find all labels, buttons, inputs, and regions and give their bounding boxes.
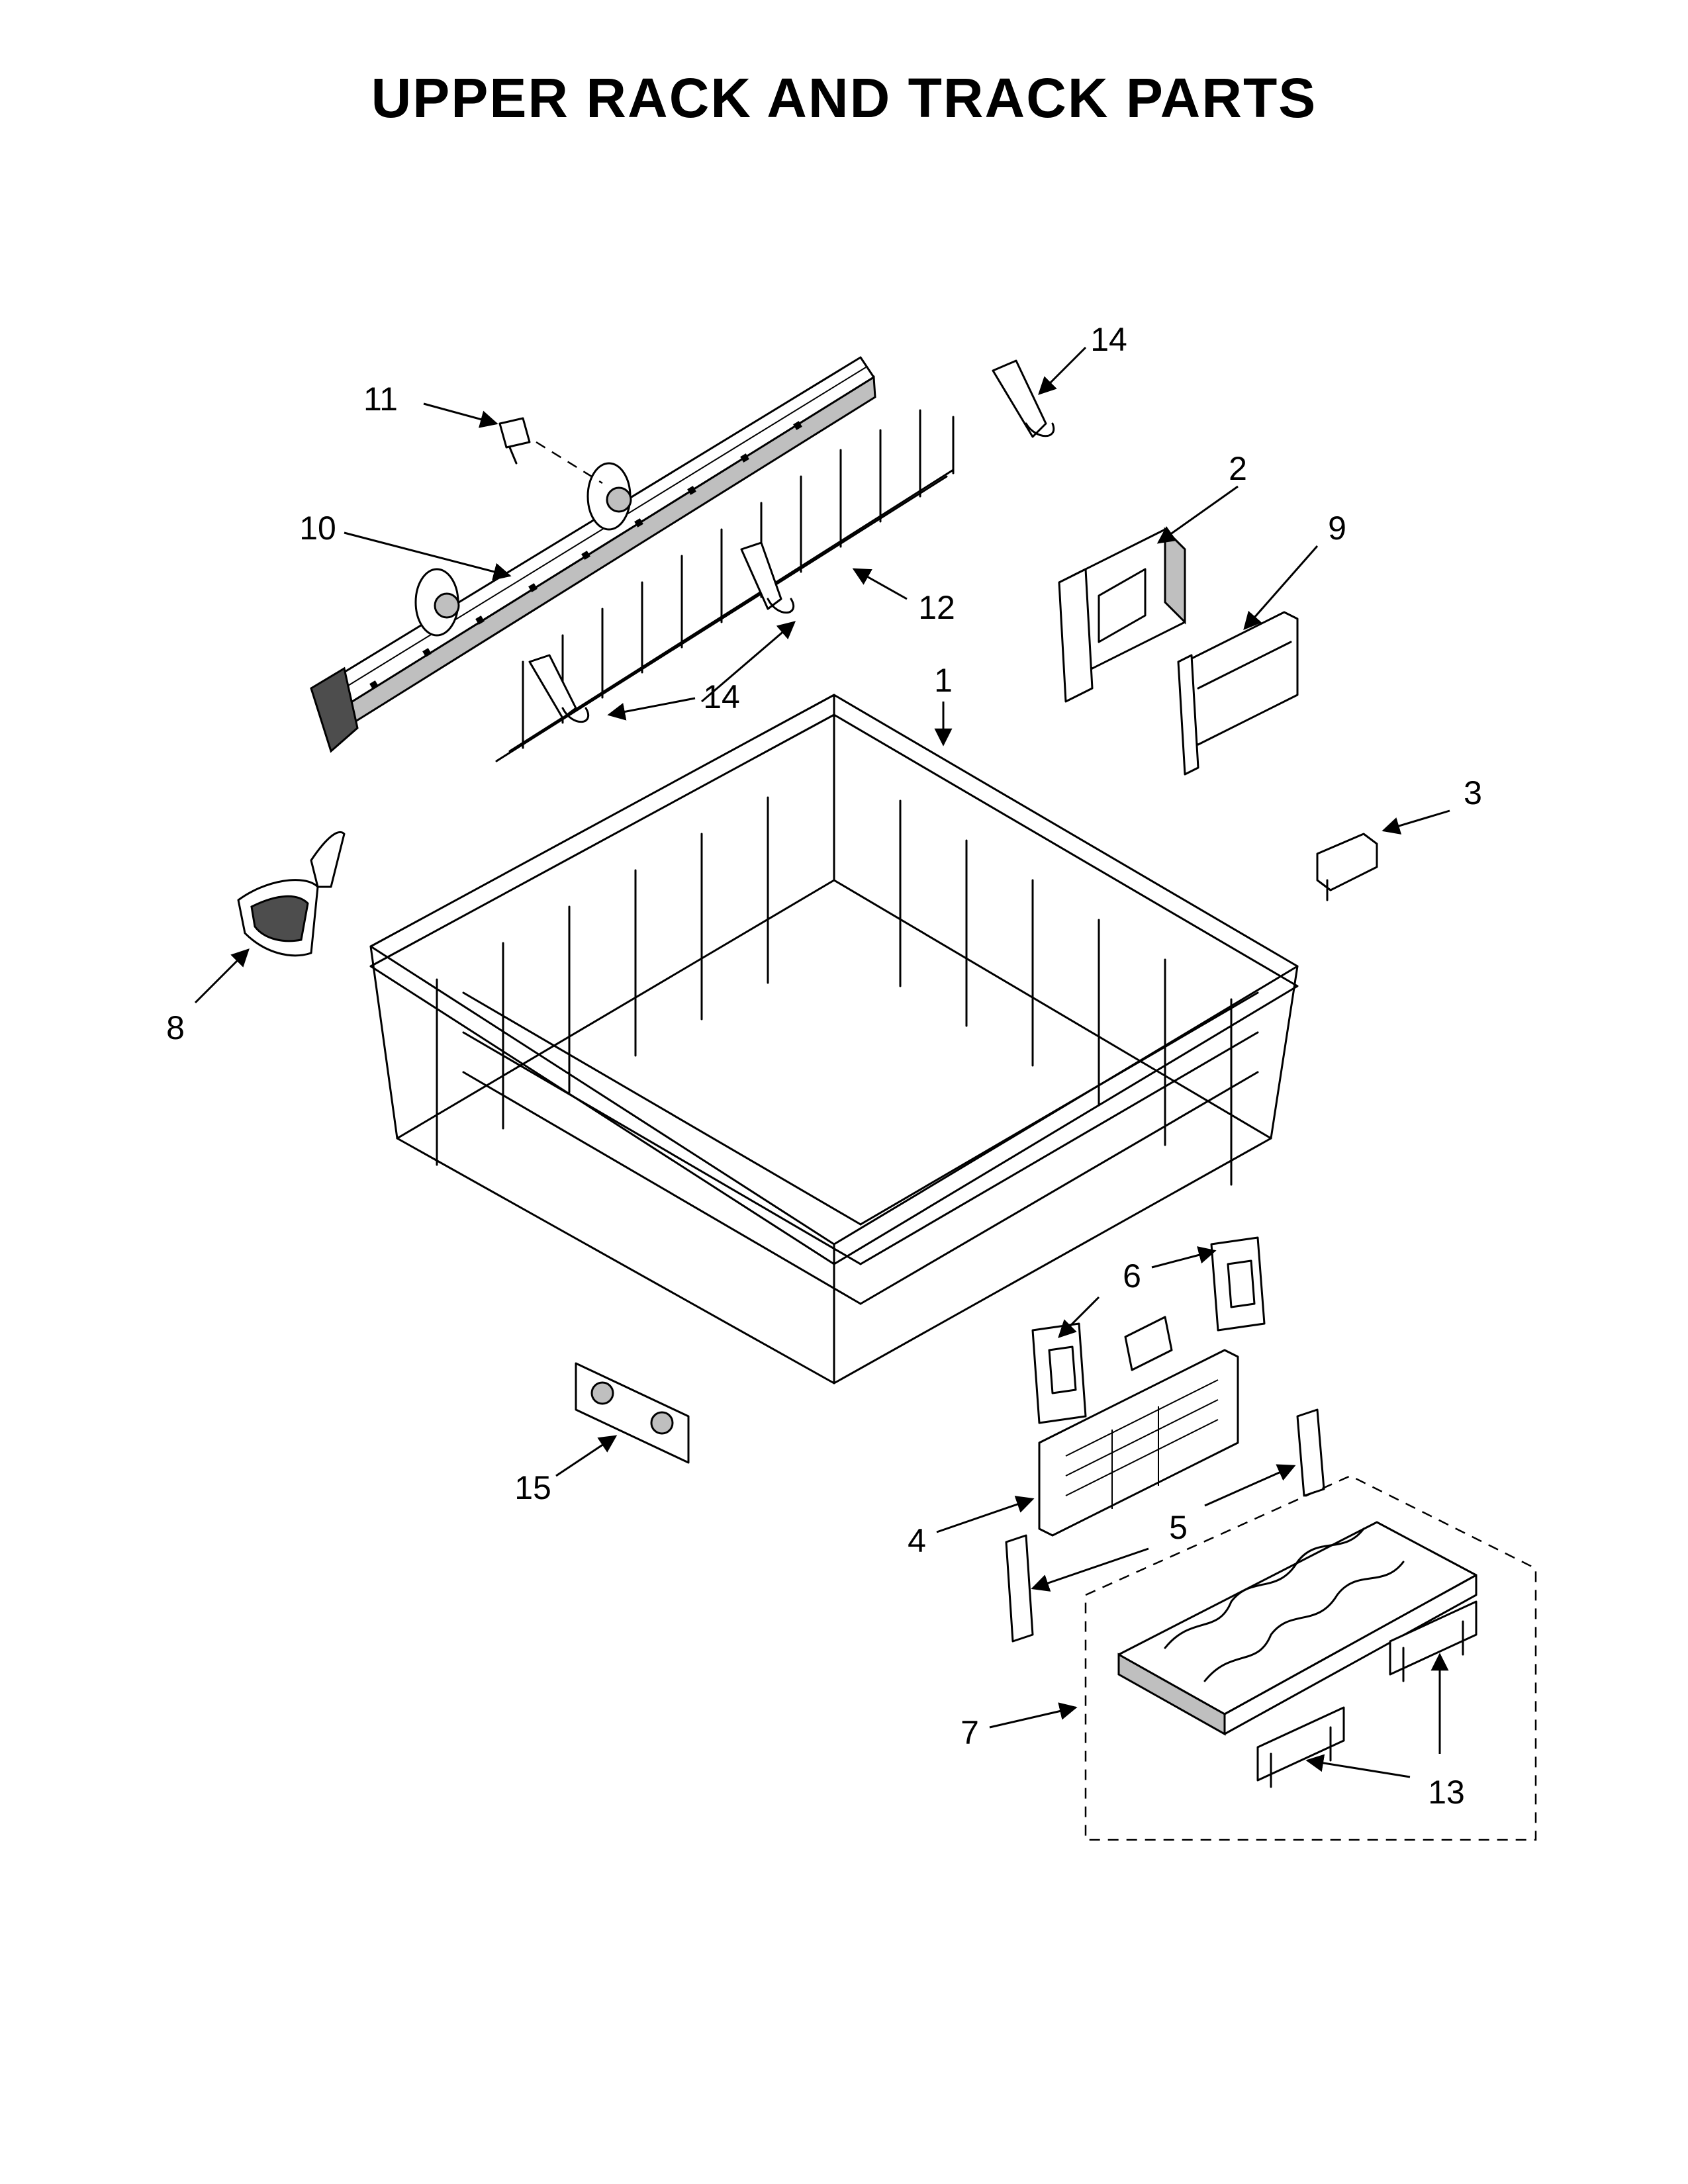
- tine-row-part[interactable]: [495, 409, 955, 762]
- callout-14-top: 14: [1090, 321, 1127, 358]
- wall-bracket-part[interactable]: [1058, 527, 1186, 703]
- track-rail-part[interactable]: [310, 356, 876, 753]
- hinge-left-part[interactable]: [1031, 1322, 1087, 1424]
- callout-6: 6: [1123, 1257, 1141, 1295]
- callout-4: 4: [908, 1522, 926, 1559]
- clip-top-part[interactable]: [992, 359, 1055, 438]
- callout-2: 2: [1229, 450, 1247, 487]
- leader-lines: [194, 346, 1450, 1778]
- wheel-bracket-part[interactable]: [575, 1362, 690, 1464]
- bracket-cover-part[interactable]: [1177, 611, 1299, 776]
- screw-part[interactable]: [498, 417, 603, 484]
- stop-right-part[interactable]: [1296, 1408, 1325, 1497]
- adjuster-handle-part[interactable]: [237, 831, 346, 957]
- shelf-clip-left-part[interactable]: [1256, 1706, 1345, 1788]
- stop-left-part[interactable]: [1005, 1534, 1034, 1643]
- callout-9: 9: [1328, 510, 1346, 547]
- rack-part[interactable]: [369, 694, 1299, 1385]
- callout-15: 15: [514, 1469, 551, 1506]
- clip-low-part[interactable]: [528, 654, 590, 723]
- callout-1: 1: [934, 662, 953, 699]
- shelf-clip-right-part[interactable]: [1389, 1600, 1477, 1682]
- divider-panel-part[interactable]: [1038, 1316, 1239, 1537]
- callout-8: 8: [166, 1009, 185, 1046]
- rack-tines: [436, 796, 1233, 1186]
- callout-10: 10: [299, 510, 336, 547]
- small-clip-part[interactable]: [1316, 833, 1378, 901]
- callout-14-low: 14: [703, 678, 740, 715]
- page-title: UPPER RACK AND TRACK PARTS: [371, 67, 1317, 129]
- callout-7: 7: [961, 1714, 979, 1751]
- divider-panel-grid: [1065, 1379, 1219, 1509]
- callout-5: 5: [1169, 1509, 1188, 1546]
- callout-12: 12: [918, 589, 955, 626]
- hinge-right-part[interactable]: [1210, 1236, 1266, 1332]
- track-rail-slots: [369, 421, 802, 690]
- callout-11: 11: [363, 381, 398, 418]
- callout-numbers: 11 10 12 14 14 2 9 1 3 8 6 5 4 7 13 15: [166, 321, 1482, 1811]
- rack-front-wires: [462, 991, 1259, 1305]
- callout-13: 13: [1428, 1774, 1465, 1811]
- cup-shelf-part[interactable]: [1084, 1475, 1537, 1841]
- cup-shelf-waves: [1164, 1527, 1405, 1682]
- callout-3: 3: [1464, 774, 1482, 811]
- clip-mid-part[interactable]: [740, 541, 795, 614]
